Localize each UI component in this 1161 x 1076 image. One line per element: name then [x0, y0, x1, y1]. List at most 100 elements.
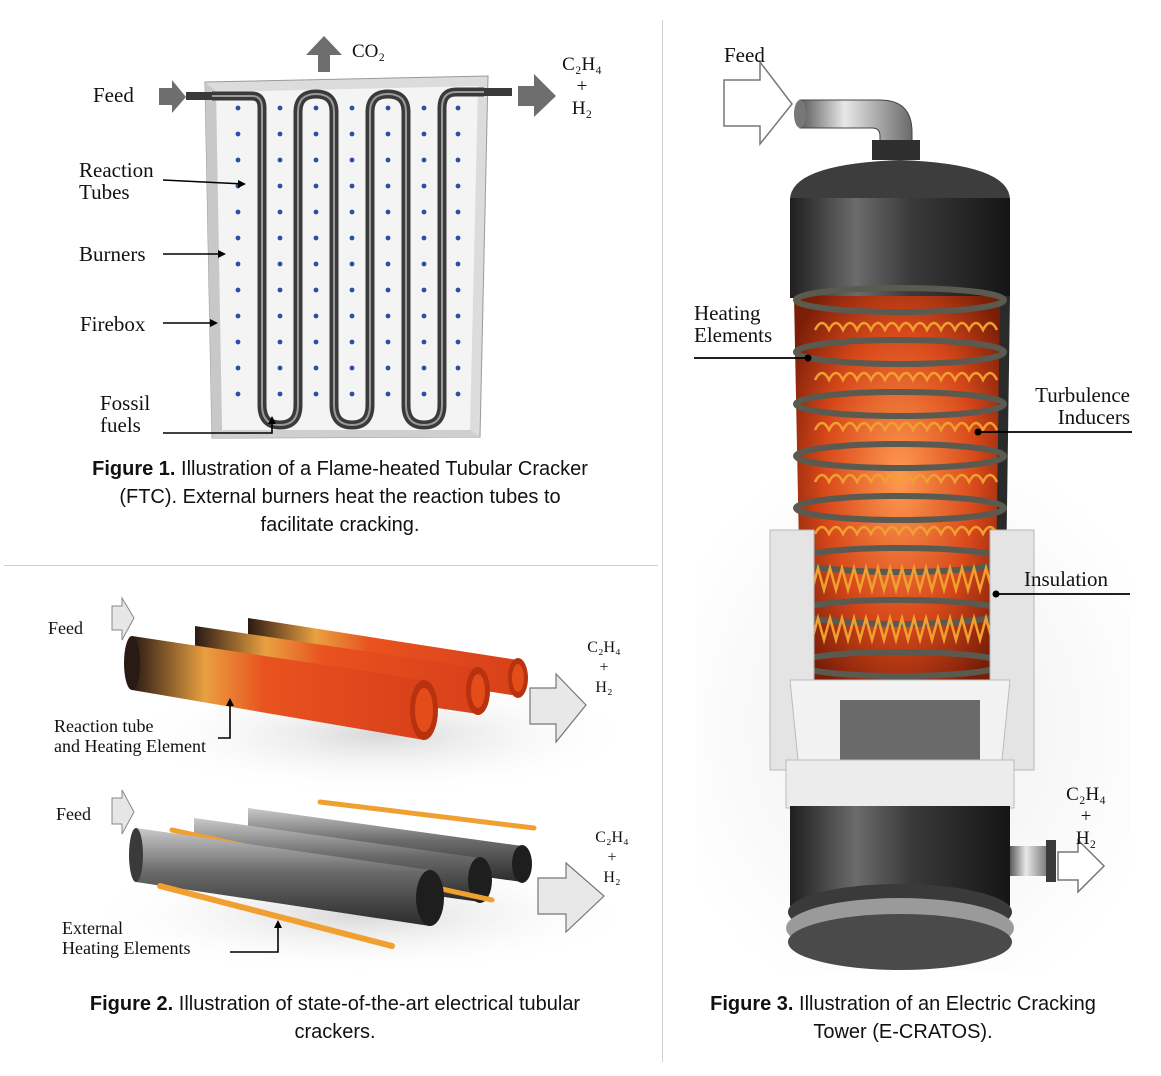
burner-dot	[455, 183, 461, 189]
product-arrow-icon	[1057, 838, 1106, 894]
co2-arrow-icon	[306, 36, 342, 72]
product-top-plus: +	[599, 659, 609, 676]
burner-dot	[455, 157, 461, 163]
figure-3-caption-bold: Figure 3.	[710, 993, 794, 1015]
burner-dot	[349, 105, 355, 111]
product-bottom-label: C₂H₄ + H₂	[588, 828, 636, 888]
burner-dot	[349, 261, 355, 267]
burner-dot	[455, 131, 461, 137]
vertical-divider	[662, 20, 663, 1062]
burner-dot	[313, 105, 319, 111]
product-bottom-arrow-icon	[537, 861, 605, 934]
turbulence-inducers-label: Turbulence Inducers	[1002, 384, 1130, 428]
co2-label: CO₂	[352, 41, 386, 62]
burner-dot	[421, 235, 427, 241]
burner-dot	[277, 261, 283, 267]
insulation-blocks	[769, 529, 1035, 809]
burner-dot	[235, 313, 241, 319]
burner-dot	[349, 365, 355, 371]
burner-dot	[349, 183, 355, 189]
burner-dot	[421, 287, 427, 293]
burner-dot	[235, 365, 241, 371]
product-c2h4: C₂H₄	[562, 54, 602, 75]
burner-dot	[455, 339, 461, 345]
heating-coil	[810, 613, 994, 645]
burner-dot	[385, 235, 391, 241]
burner-dot	[421, 365, 427, 371]
burner-dot	[349, 209, 355, 215]
burner-dot	[385, 287, 391, 293]
burner-dot	[277, 183, 283, 189]
burner-dot	[313, 365, 319, 371]
reaction-tube-line2: and Heating Element	[54, 736, 206, 756]
external-line1: External	[62, 918, 123, 938]
product-plus: +	[576, 76, 588, 97]
reaction-tubes-label: Reaction Tubes	[79, 159, 154, 203]
reaction-tubes-line1: Reaction	[79, 158, 154, 182]
burner-dot	[385, 391, 391, 397]
turbulence-ring	[793, 441, 1007, 471]
reaction-tube-label: Reaction tube and Heating Element	[54, 716, 206, 756]
burner-dot	[277, 339, 283, 345]
feed-arrow-icon	[723, 59, 793, 147]
burner-dot	[277, 365, 283, 371]
feed-bottom-arrow-icon	[111, 789, 135, 835]
burner-dot	[385, 313, 391, 319]
heating-coil	[810, 563, 994, 595]
turbulence-line1: Turbulence	[1035, 383, 1130, 407]
product-bottom-plus: +	[607, 849, 617, 866]
burner-dots	[235, 105, 461, 397]
product-c2h4-fig3: C₂H₄	[1066, 784, 1106, 805]
burner-dot	[455, 105, 461, 111]
burner-dot	[421, 261, 427, 267]
burner-dot	[277, 235, 283, 241]
burner-dot	[313, 157, 319, 163]
burner-dot	[277, 105, 283, 111]
burner-dot	[313, 183, 319, 189]
turbulence-ring	[793, 285, 1007, 315]
burner-dot	[313, 235, 319, 241]
burner-dot	[385, 209, 391, 215]
figure-2-caption: Figure 2. Illustration of state-of-the-a…	[70, 990, 600, 1046]
burner-dot	[277, 391, 283, 397]
fossil-fuels-label: Fossil fuels	[100, 392, 150, 436]
feed-arrow-icon	[159, 80, 186, 113]
burner-dot	[385, 365, 391, 371]
burner-dot	[455, 235, 461, 241]
burner-dot	[313, 261, 319, 267]
burner-dot	[421, 391, 427, 397]
burner-dot	[421, 313, 427, 319]
burner-dot	[421, 183, 427, 189]
burner-dot	[235, 105, 241, 111]
burner-dot	[277, 313, 283, 319]
product-bottom-c2h4: C₂H₄	[595, 829, 629, 846]
feed-top-label: Feed	[48, 618, 83, 638]
product-label-fig3: C₂H₄ + H₂	[1060, 784, 1112, 850]
burner-dot	[235, 157, 241, 163]
burner-dot	[349, 235, 355, 241]
figure-1-caption: Figure 1. Illustration of a Flame-heated…	[80, 455, 600, 539]
burner-dot	[455, 365, 461, 371]
heating-elements-label: Heating Elements	[694, 302, 772, 346]
fossil-line1: Fossil	[100, 391, 151, 415]
burner-dot	[349, 157, 355, 163]
burner-dot	[277, 287, 283, 293]
feed-top-arrow-icon	[111, 596, 135, 641]
heating-coil	[813, 421, 999, 433]
burner-dot	[421, 105, 427, 111]
burner-dot	[235, 339, 241, 345]
product-plus-fig3: +	[1080, 806, 1092, 827]
burner-dot	[313, 131, 319, 137]
burner-dot	[235, 391, 241, 397]
product-top-arrow-icon	[529, 672, 587, 744]
turbulence-ring	[793, 389, 1007, 419]
feed-bottom-label: Feed	[56, 804, 91, 824]
figure-3-caption: Figure 3. Illustration of an Electric Cr…	[700, 990, 1106, 1046]
product-bottom-h2: H₂	[603, 869, 621, 886]
product-top-label: C₂H₄ + H₂	[580, 638, 628, 698]
product-label: C₂H₄ + H₂	[556, 54, 608, 120]
burner-dot	[349, 313, 355, 319]
burner-dot	[349, 391, 355, 397]
